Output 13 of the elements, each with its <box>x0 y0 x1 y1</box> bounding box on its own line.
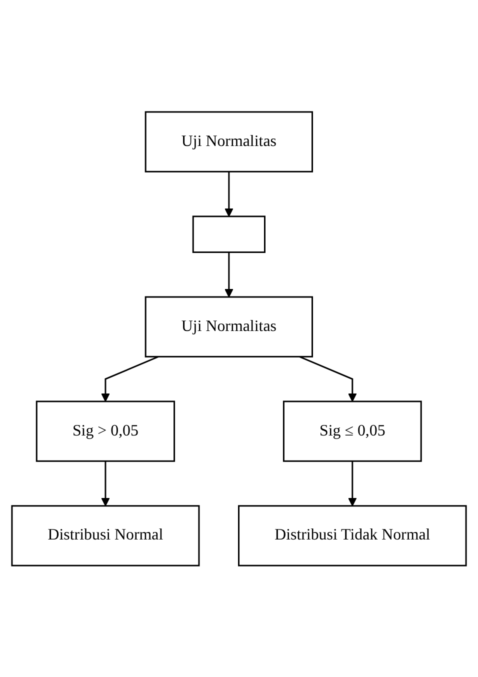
node-box: Distribusi Tidak Normal <box>238 504 467 566</box>
arrow <box>299 356 357 402</box>
arrow <box>348 460 357 506</box>
node-box: Distribusi Normal <box>11 504 200 566</box>
arrow <box>101 460 110 506</box>
node-box: Sig ≤ 0,05 <box>282 400 422 462</box>
arrow <box>224 171 234 217</box>
node-box: Sig > 0,05 <box>36 400 176 462</box>
node-box <box>192 215 266 253</box>
node-box: Uji Normalitas <box>144 296 314 358</box>
arrow <box>224 252 234 298</box>
arrow <box>101 356 159 402</box>
node-box: Uji Normalitas <box>144 110 314 172</box>
